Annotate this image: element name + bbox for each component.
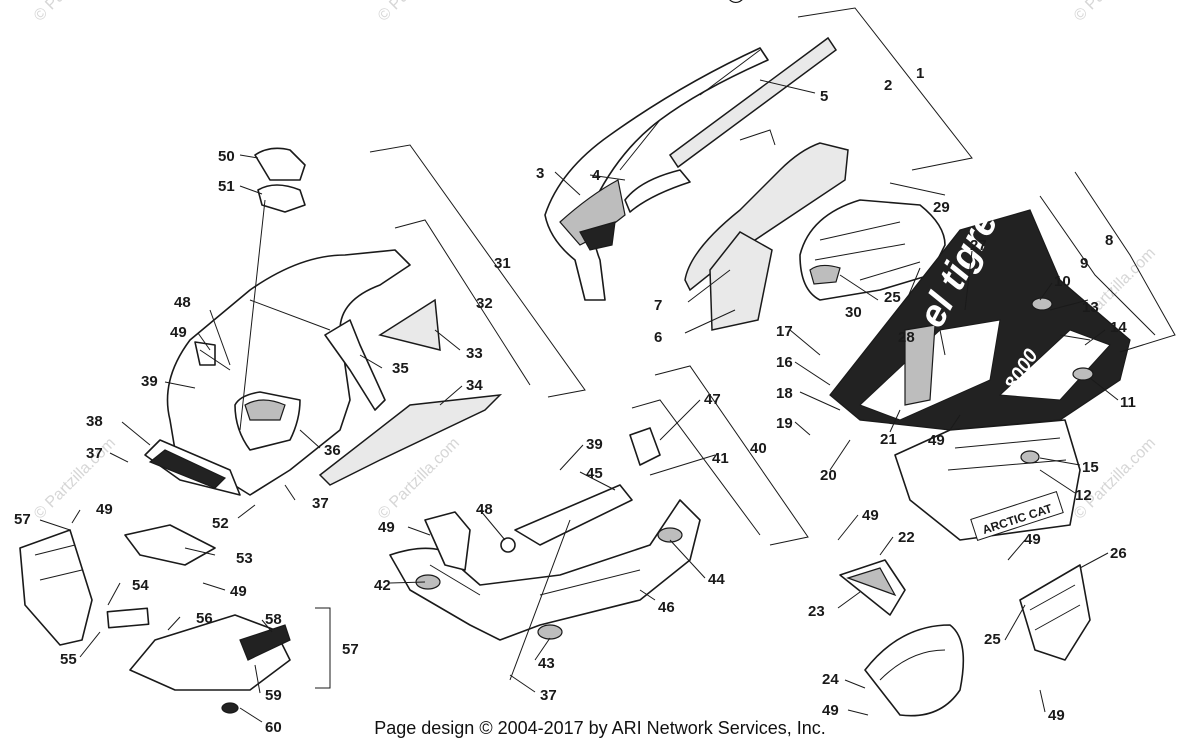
callout-11: 11 — [1120, 394, 1136, 411]
callout-60: 60 — [265, 719, 282, 736]
callout-30: 30 — [845, 304, 862, 321]
callout-26: 26 — [1110, 545, 1127, 562]
callout-9: 9 — [1080, 255, 1088, 272]
callout-45: 45 — [586, 465, 603, 482]
belly-pan-assembly — [389, 427, 701, 641]
callout-28: 28 — [898, 329, 915, 346]
watermark-text: © Partzilla.com — [1071, 435, 1159, 523]
callout-59: 59 — [265, 687, 282, 704]
callout-52: 52 — [212, 515, 229, 532]
watermark-text: © Partzilla.com — [375, 0, 463, 25]
callout-49i: 49 — [1048, 707, 1065, 724]
grouping-brackets — [315, 7, 1176, 689]
callout-48a: 48 — [174, 294, 191, 311]
callout-6: 6 — [654, 329, 662, 346]
callout-29: 29 — [933, 199, 950, 216]
callout-57a: 57 — [14, 511, 31, 528]
callout-47: 47 — [704, 391, 721, 408]
callout-37b: 37 — [312, 495, 329, 512]
callout-55: 55 — [60, 651, 77, 668]
left-side-assembly — [144, 147, 503, 496]
callout-34: 34 — [466, 377, 483, 394]
callout-7: 7 — [654, 297, 662, 314]
callout-31: 31 — [494, 255, 511, 272]
callout-19: 19 — [776, 415, 793, 432]
lower-right-brackets — [839, 559, 1091, 717]
side-panel-assembly: el tigre 8000 ARCTIC CAT — [799, 199, 1131, 541]
callout-49e: 49 — [928, 432, 945, 449]
lower-left-brackets — [19, 524, 291, 714]
callout-25b: 25 — [984, 631, 1001, 648]
page-footer: Page design © 2004-2017 by ARI Network S… — [374, 718, 826, 738]
watermark-text: © Partzilla.com — [31, 0, 119, 25]
callout-37c: 37 — [540, 687, 557, 704]
callout-40: 40 — [750, 440, 767, 457]
leader-lines — [39, 79, 1119, 723]
callout-labels: 1 2 3 4 5 6 7 8 9 10 11 12 13 14 15 16 1… — [14, 65, 1136, 736]
callout-5: 5 — [820, 88, 828, 105]
callout-44: 44 — [708, 571, 725, 588]
callout-25a: 25 — [884, 289, 901, 306]
callout-58: 58 — [265, 611, 282, 628]
callout-24: 24 — [822, 671, 839, 688]
callout-42: 42 — [374, 577, 391, 594]
callout-49g: 49 — [1024, 531, 1041, 548]
callout-49d: 49 — [378, 519, 395, 536]
callout-17: 17 — [776, 323, 793, 340]
callout-50: 50 — [218, 148, 235, 165]
callout-2: 2 — [884, 77, 892, 94]
callout-39a: 39 — [141, 373, 158, 390]
callout-18: 18 — [776, 385, 793, 402]
callout-49c: 49 — [230, 583, 247, 600]
callout-41: 41 — [712, 450, 729, 467]
callout-36: 36 — [324, 442, 341, 459]
callout-37a: 37 — [86, 445, 103, 462]
callout-35: 35 — [392, 360, 409, 377]
callout-1: 1 — [916, 65, 924, 82]
callout-14: 14 — [1110, 319, 1127, 336]
callout-49f: 49 — [862, 507, 879, 524]
callout-43: 43 — [538, 655, 555, 672]
callout-38: 38 — [86, 413, 103, 430]
hood-assembly — [544, 36, 849, 331]
callout-22: 22 — [898, 529, 915, 546]
callout-10: 10 — [1054, 273, 1071, 290]
callout-13: 13 — [1082, 299, 1099, 316]
callout-27: 27 — [970, 237, 987, 254]
callout-49b: 49 — [96, 501, 113, 518]
callout-49h: 49 — [822, 702, 839, 719]
callout-33: 33 — [466, 345, 483, 362]
callout-32: 32 — [476, 295, 493, 312]
callout-20: 20 — [820, 467, 837, 484]
callout-4: 4 — [592, 167, 601, 184]
callout-46: 46 — [658, 599, 675, 616]
callout-15: 15 — [1082, 459, 1099, 476]
callout-16: 16 — [776, 354, 793, 371]
callout-49a: 49 — [170, 324, 187, 341]
callout-48b: 48 — [476, 501, 493, 518]
callout-56: 56 — [196, 610, 213, 627]
watermark-text: © Partzilla.com — [1071, 0, 1159, 25]
callout-53: 53 — [236, 550, 253, 567]
callout-21: 21 — [880, 431, 897, 448]
callout-57b: 57 — [342, 641, 359, 658]
callout-39b: 39 — [586, 436, 603, 453]
callout-8: 8 — [1105, 232, 1113, 249]
callout-23: 23 — [808, 603, 825, 620]
callout-12: 12 — [1075, 487, 1092, 504]
callout-3: 3 — [536, 165, 544, 182]
callout-51: 51 — [218, 178, 235, 195]
callout-54: 54 — [132, 577, 149, 594]
